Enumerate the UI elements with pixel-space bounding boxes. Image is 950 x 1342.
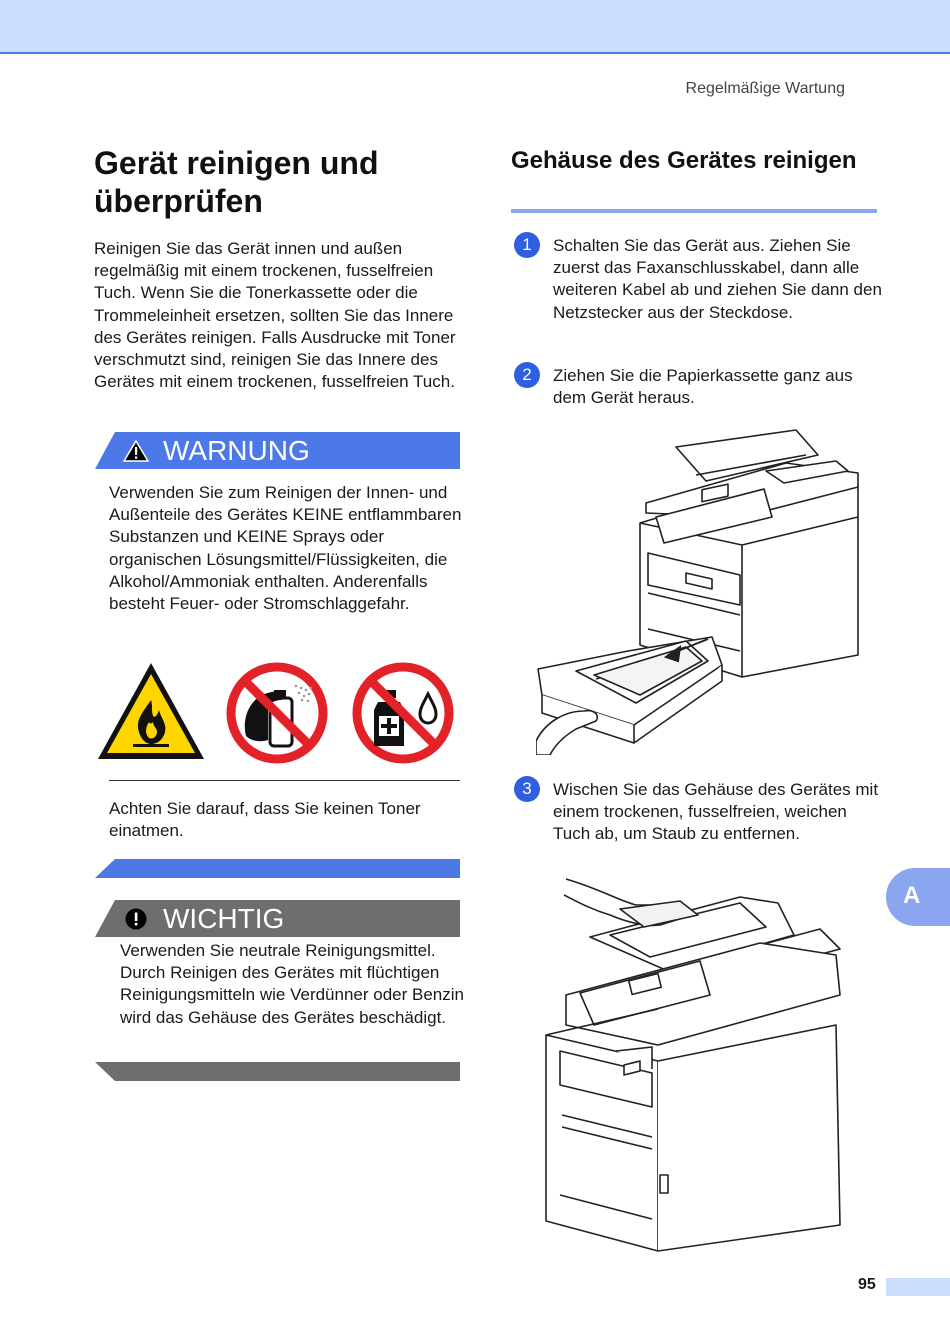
step-number-badge: 1: [514, 232, 540, 258]
warning-text: Verwenden Sie zum Reinigen der Innen- un…: [109, 483, 462, 614]
appendix-tab: A: [886, 868, 950, 926]
printer-wiping-figure: [545, 878, 841, 1252]
warning-triangle-icon: [123, 440, 149, 462]
top-header-bar: [0, 0, 950, 54]
important-text: Verwenden Sie neutrale Reinigungsmittel.…: [120, 941, 464, 1027]
warning-divider: [109, 780, 460, 781]
step-text: Wischen Sie das Gehäuse des Gerätes mit …: [553, 780, 879, 844]
intro-paragraph: Reinigen Sie das Gerät innen und außen r…: [94, 239, 456, 392]
step-text: Schalten Sie das Gerät aus. Ziehen Sie z…: [553, 236, 882, 322]
printer-tray-removal-figure: [536, 429, 859, 755]
step-text: Ziehen Sie die Papierkassette ganz aus d…: [553, 366, 853, 408]
warning-label: WARNUNG: [163, 435, 310, 466]
important-header: WICHTIG: [95, 900, 460, 937]
page-number: 95: [858, 1276, 876, 1293]
important-exclamation-icon: [125, 908, 147, 930]
section-title: Gehäuse des Gerätes reinigen: [511, 147, 857, 174]
section-rule: [511, 209, 877, 213]
step-number-badge: 3: [514, 776, 540, 802]
toner-note: Achten Sie darauf, dass Sie keinen Toner…: [109, 799, 421, 841]
flammable-warning-icon: [98, 663, 204, 759]
page-number-bar: [886, 1278, 950, 1296]
important-label: WICHTIG: [163, 903, 285, 934]
appendix-tab-label: A: [903, 882, 921, 909]
no-liquid-icon: [352, 662, 454, 764]
step-number-badge: 2: [514, 362, 540, 388]
no-spray-icon: [226, 662, 328, 764]
running-header: Regelmäßige Wartung: [685, 80, 845, 97]
page-title: Gerät reinigen und überprüfen: [94, 145, 379, 219]
important-footer: [95, 1062, 460, 1081]
warning-header: WARNUNG: [95, 432, 460, 469]
warning-footer: [95, 859, 460, 878]
